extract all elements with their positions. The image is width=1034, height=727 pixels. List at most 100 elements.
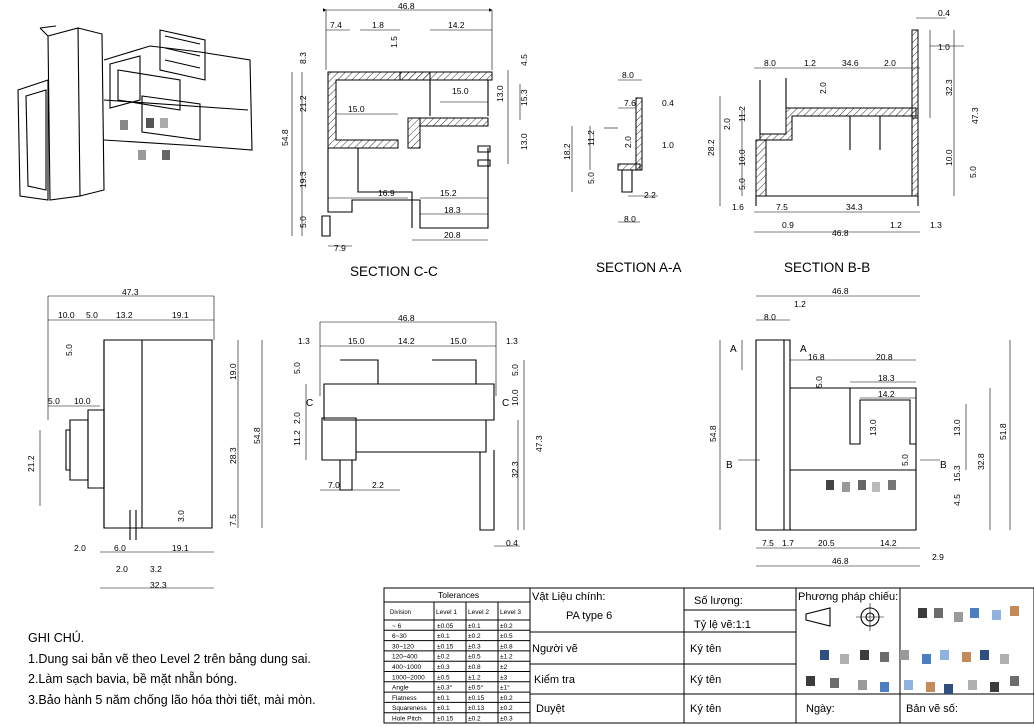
dim-label: 7.9 (334, 243, 346, 253)
dim-label: 10.0 (58, 310, 75, 320)
redaction-mark (160, 118, 168, 128)
dim-label: 3.2 (150, 564, 162, 574)
front-view-dims: 46.8 1.3 15.0 14.2 15.0 1.3 5.0 5.0 2.0 … (292, 313, 544, 548)
redaction-mark (922, 654, 931, 664)
top-view-dims: 46.8 1.2 8.0 16.8 20.8 5.0 18.3 14.2 54.… (708, 286, 1008, 566)
quantity-label: Số lượng: (694, 595, 743, 607)
dim-label: 5.0 (48, 396, 60, 406)
redaction-mark (820, 650, 829, 660)
dim-label: 15.0 (348, 336, 365, 346)
tolerance-value-cell: ±1° (500, 684, 510, 692)
dim-label: 15.0 (348, 104, 365, 114)
dim-label: 34.6 (842, 58, 859, 68)
dim-label: 14.2 (398, 336, 415, 346)
side-view-drawing (39, 295, 263, 589)
note-item: 2.Làm sạch bavia, bề mặt nhẵn bóng. (28, 672, 238, 686)
dim-label: 0.4 (506, 538, 518, 548)
section-marker-a-left: A (730, 344, 737, 355)
dim-label: 51.8 (998, 423, 1008, 440)
dim-label: 13.2 (116, 310, 133, 320)
tolerance-value-cell: ±0.1 (468, 623, 481, 630)
dim-label: 2.9 (932, 552, 944, 562)
dim-label: 7.5 (762, 538, 774, 548)
dim-label: 5.0 (292, 362, 302, 374)
section-marker-b-right: B (940, 460, 947, 471)
dim-label: 21.2 (26, 455, 36, 472)
dim-label: 1.0 (662, 140, 674, 150)
dim-label: 15.2 (440, 188, 457, 198)
dim-label: 1.3 (298, 336, 310, 346)
title-block (529, 587, 1034, 724)
redaction-mark (806, 676, 815, 686)
dim-label: 0.4 (938, 8, 950, 18)
tolerance-value-cell: ±3 (500, 674, 508, 681)
dim-label: 1.0 (938, 42, 950, 52)
redaction-mark (918, 608, 927, 618)
redaction-mark (858, 680, 867, 690)
dim-label: 1.3 (930, 220, 942, 230)
dim-label: 20.8 (876, 352, 893, 362)
dim-label: 15.0 (452, 86, 469, 96)
tolerance-value-cell: ±0.8 (500, 643, 513, 650)
scale-label: Tỷ lệ vẽ:1:1 (694, 619, 751, 631)
redaction-mark (970, 608, 979, 618)
tolerance-value-cell: ±2 (500, 664, 508, 671)
tolerance-table: ~ 6±0.05±0.1±0.26~30±0.1±0.2±0.530~120±0… (383, 587, 531, 724)
redaction-mark (926, 682, 935, 692)
redaction-mark (826, 480, 834, 490)
redaction-mark (934, 608, 943, 618)
section-marker-b-left: B (726, 460, 733, 471)
material-label: Vật Liệu chính: (532, 591, 605, 603)
dim-label: 19.0 (228, 363, 238, 380)
dim-label: 4.5 (952, 494, 962, 506)
dim-label: 34.3 (846, 202, 863, 212)
dim-label: 7.6 (624, 98, 636, 108)
redaction-mark (860, 650, 869, 660)
dim-label: 1.2 (794, 299, 806, 309)
dim-label: 3.0 (176, 510, 186, 522)
tolerance-value-cell: ±0.15 (437, 716, 454, 723)
dim-label: 20.5 (818, 538, 835, 548)
dim-label: 19.3 (298, 171, 308, 188)
redaction-mark (1000, 654, 1009, 664)
tolerance-value-cell: ±0.2 (500, 705, 513, 712)
tolerance-header: Level 2 (468, 609, 489, 616)
dim-label: 32.3 (510, 461, 520, 478)
dim-label: 2.2 (644, 190, 656, 200)
dim-label: 14.2 (878, 389, 895, 399)
dim-label: 13.0 (495, 85, 505, 102)
dim-label: 1.2 (890, 220, 902, 230)
section-a-a-dims: 8.0 7.6 0.4 2.0 1.0 11.2 18.2 5.0 2.2 8.… (562, 70, 674, 224)
redaction-mark (904, 680, 913, 690)
tolerance-value-cell: ±0.3 (468, 643, 481, 650)
dim-label: 2.0 (818, 82, 828, 94)
dim-label: 1.2 (804, 58, 816, 68)
tolerance-value-cell: ±1.2 (468, 674, 481, 681)
section-b-b-dims: 0.4 8.0 1.2 34.6 2.0 1.0 2.0 32.3 47.3 2… (706, 8, 980, 238)
dim-label: 32.8 (976, 453, 986, 470)
tolerance-value-cell: ±0.1 (437, 705, 450, 712)
dim-label: 46.8 (398, 1, 415, 11)
dim-label: 15.3 (519, 89, 529, 106)
notes-block: GHI CHÚ. 1.Dung sai bản vẽ theo Level 2 … (28, 628, 316, 710)
section-a-a-title: SECTION A-A (596, 260, 682, 275)
dim-label: 5.0 (586, 172, 596, 184)
tolerance-header: Level 1 (436, 609, 457, 616)
side-view-dims: 47.3 10.0 5.0 13.2 19.1 5.0 19.0 5.0 10.… (26, 287, 262, 590)
tolerance-value-cell: ±0.05 (437, 623, 454, 630)
dim-label: 8.0 (624, 214, 636, 224)
dim-label: 47.3 (122, 287, 139, 297)
dim-label: 1.6 (732, 202, 744, 212)
tolerance-value-cell: ±0.3° (437, 684, 453, 692)
checked-by-label: Kiểm tra (534, 674, 576, 686)
dim-label: 2.0 (116, 564, 128, 574)
dim-label: 47.3 (970, 107, 980, 124)
sign-label-1: Ký tên (690, 643, 721, 655)
sign-label-3: Ký tên (690, 703, 721, 715)
redaction-mark (1010, 676, 1019, 686)
tolerance-value-cell: ±0.15 (468, 695, 485, 702)
dim-label: 54.8 (708, 425, 718, 442)
drawn-by-label: Người vẽ (532, 643, 578, 655)
section-b-b-title: SECTION B-B (784, 260, 870, 275)
dim-label: 5.0 (298, 216, 308, 228)
